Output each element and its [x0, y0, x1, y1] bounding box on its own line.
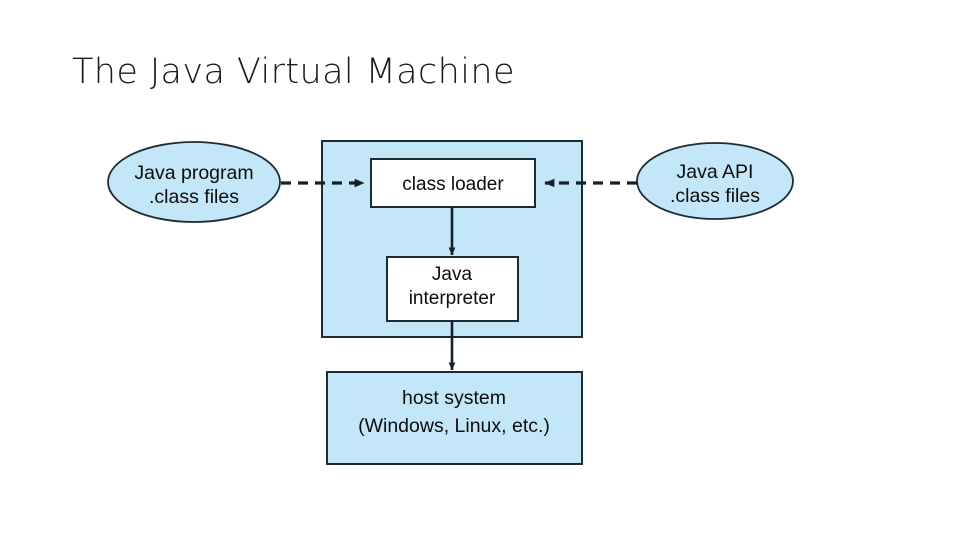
java-interpreter-label-line1: Java [432, 264, 473, 285]
host-system-box: host system (Windows, Linux, etc.) [326, 371, 583, 465]
class-loader-label: class loader [402, 174, 504, 195]
host-system-label-line2: (Windows, Linux, etc.) [358, 415, 550, 437]
java-interpreter-rect [386, 256, 519, 322]
host-system-label-line1: host system [402, 387, 506, 409]
java-api-label-line2: .class files [670, 185, 760, 207]
java-api-ellipse [636, 142, 794, 220]
host-system-rect [326, 371, 583, 465]
java-interpreter-box: Java interpreter [386, 256, 519, 322]
java-program-label-line2: .class files [149, 186, 239, 208]
java-api-label-line1: Java API [677, 161, 754, 183]
java-program-node: Java program .class files [107, 141, 281, 223]
java-program-label-line1: Java program [134, 162, 253, 184]
java-program-ellipse [107, 141, 281, 223]
java-interpreter-label-line2: interpreter [409, 288, 496, 309]
class-loader-box: class loader [370, 158, 536, 208]
java-api-node: Java API .class files [636, 142, 794, 220]
page-title: The Java Virtual Machine [72, 52, 515, 92]
